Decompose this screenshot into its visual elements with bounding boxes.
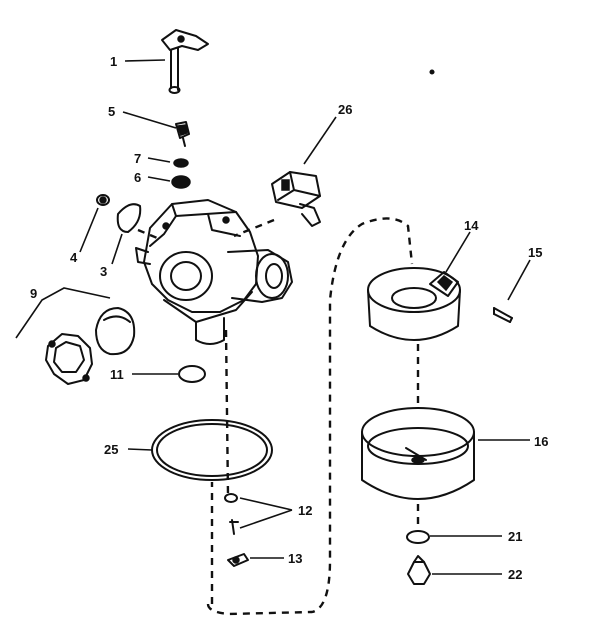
- callout-25: 25: [104, 442, 118, 457]
- callout-15: 15: [528, 245, 542, 260]
- part-14-float: [367, 267, 461, 341]
- callout-13: 13: [288, 551, 302, 566]
- callout-11: 11: [110, 367, 124, 382]
- callout-9: 9: [30, 286, 37, 301]
- part-9-primer-assembly: [45, 307, 136, 385]
- part-6-seal: [171, 175, 191, 189]
- part-4-screw: [96, 194, 110, 206]
- leader-lines: [15, 59, 531, 575]
- callout-1: 1: [110, 54, 117, 69]
- callout-7: 7: [134, 151, 141, 166]
- part-21-washer: [406, 530, 430, 544]
- part-11-o-ring: [178, 365, 206, 383]
- part-16-float-bowl: [361, 407, 475, 500]
- stray-dot: [429, 69, 435, 75]
- callout-26: 26: [338, 102, 352, 117]
- callout-21: 21: [508, 529, 522, 544]
- callout-4: 4: [70, 250, 78, 265]
- part-3-gasket: [116, 203, 142, 233]
- part-5-screw: [175, 121, 190, 147]
- part-1-throttle-shaft: [161, 29, 209, 94]
- part-25-bowl-gasket: [151, 419, 273, 481]
- part-7-washer: [173, 158, 189, 168]
- callout-12: 12: [298, 503, 312, 518]
- callout-labels: 1 5 7 6 26 4 3 9 14 15 11 25 16 12 13 21…: [30, 54, 548, 582]
- part-15-float-pin: [493, 307, 513, 323]
- part-13-needle: [227, 553, 249, 567]
- callout-5: 5: [108, 104, 115, 119]
- callout-16: 16: [534, 434, 548, 449]
- callout-3: 3: [100, 264, 107, 279]
- carburetor-body: [135, 199, 293, 345]
- callout-22: 22: [508, 567, 522, 582]
- part-26-fuel-fitting: [271, 171, 321, 227]
- callout-14: 14: [464, 218, 479, 233]
- part-12-clips: [224, 493, 239, 535]
- callout-6: 6: [134, 170, 141, 185]
- part-22-bowl-nut: [407, 555, 431, 585]
- alignment-dashed-lines: [137, 217, 420, 616]
